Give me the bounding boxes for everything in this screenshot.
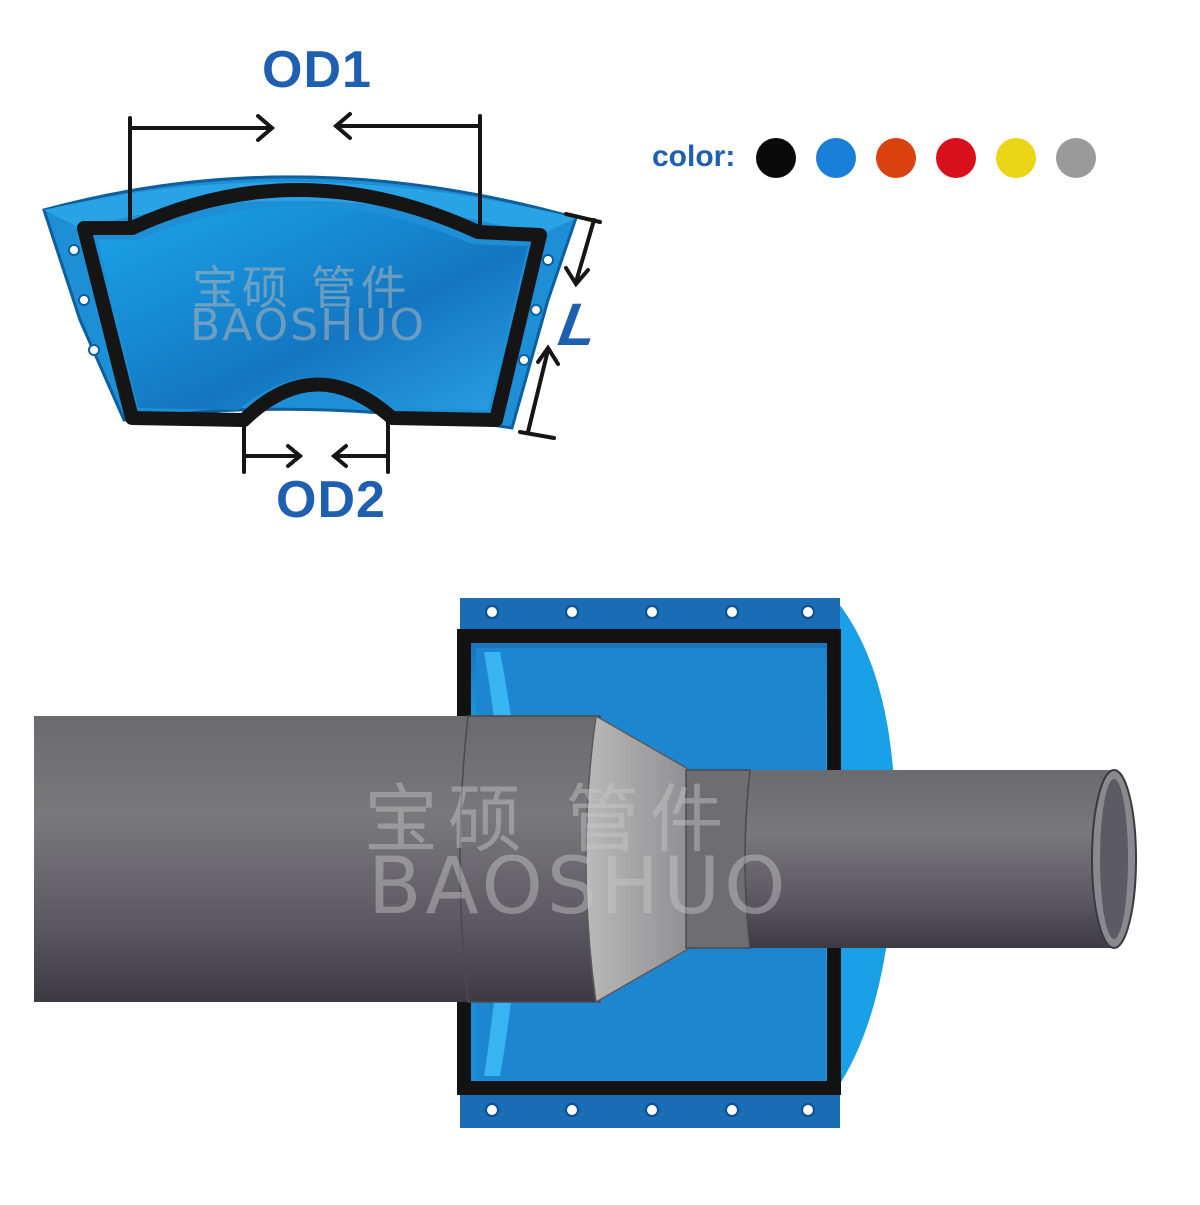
od2-dimension [242,420,390,474]
color-swatch-yellow [996,138,1036,178]
saddle-top-face [44,181,576,235]
cone-reducer [585,714,691,1004]
od1-label: OD1 [262,41,372,99]
saddle-part [42,175,578,430]
watermark-english-top: BAOSHUO [190,300,426,351]
pipe-end-opening [1100,779,1128,939]
color-swatch-black [756,138,796,178]
length-dimension [518,212,602,440]
color-swatch-gray [1056,138,1096,178]
pipe-assembly [34,598,1137,1128]
watermark-chinese-top: 宝硕 管件 [192,261,411,315]
od1-dimension [128,112,482,232]
color-swatch-orange [876,138,916,178]
od2-label: OD2 [276,471,386,529]
saddle-inner [98,205,528,410]
small-pipe-band [685,769,751,949]
saddle-bolt-holes [68,244,554,366]
watermark-english-bottom: BAOSHUO [368,842,790,932]
color-swatch-red [936,138,976,178]
large-pipe [34,716,474,1002]
bottom-bolt-holes [485,1103,815,1117]
color-label: color: [652,140,736,173]
large-pipe-collar [459,715,601,1003]
top-bolt-holes [485,605,815,619]
saddle-liner [77,183,547,427]
color-swatches [756,138,1096,178]
color-swatch-blue [816,138,856,178]
watermark-chinese-bottom: 宝硕 管件 [364,777,734,863]
small-pipe [686,770,1116,948]
